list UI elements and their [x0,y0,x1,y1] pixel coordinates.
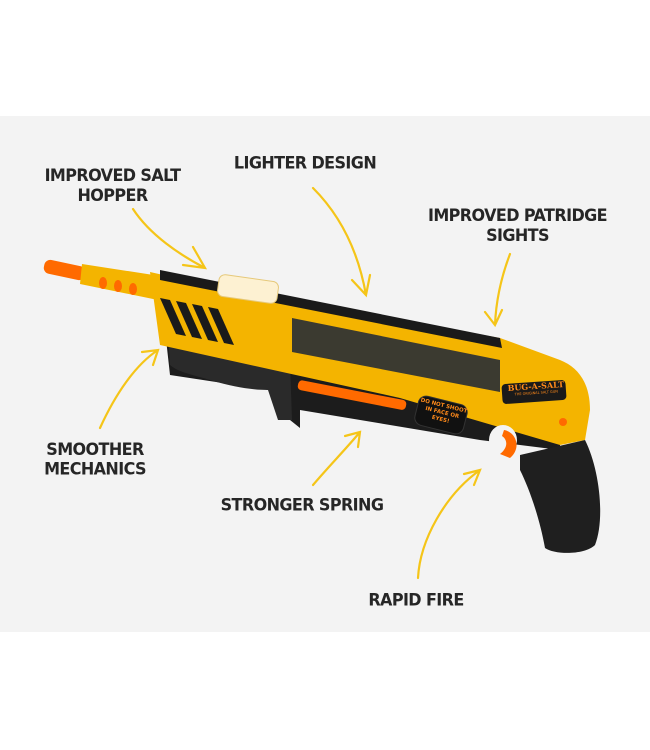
callout-rapid-fire: RAPID FIRE [368,589,464,610]
arrow-lighter-design [311,186,372,298]
callout-salt-hopper: IMPROVED SALT HOPPER [44,165,181,205]
callout-lighter-design: LIGHTER DESIGN [233,152,377,173]
trigger [500,430,517,458]
arrow-stronger-spring [311,430,362,487]
logo-plate [501,380,567,404]
safety-button [559,418,567,426]
side-panel [292,318,500,392]
barrel-hole [99,277,107,289]
arrow-patridge-sights [483,252,512,328]
vent-slots [160,298,234,345]
warning-plate [414,395,468,435]
barrel-hole [129,283,137,295]
arrow-rapid-fire [416,468,482,580]
barrel-hole [114,280,122,292]
spring-slot [297,380,407,410]
muzzle-tip [43,259,86,281]
callout-patridge-sights: IMPROVED PATRIDGE SIGHTS [428,205,608,245]
callout-stronger-spring: STRONGER SPRING [220,494,384,515]
arrow-salt-hopper [131,207,208,270]
arrow-smoother-mechanics [98,348,160,430]
callout-arrows [98,186,512,580]
salt-hopper [217,274,279,304]
pistol-grip [520,440,601,553]
callout-smoother-mechanics: SMOOTHER MECHANICS [44,439,146,479]
